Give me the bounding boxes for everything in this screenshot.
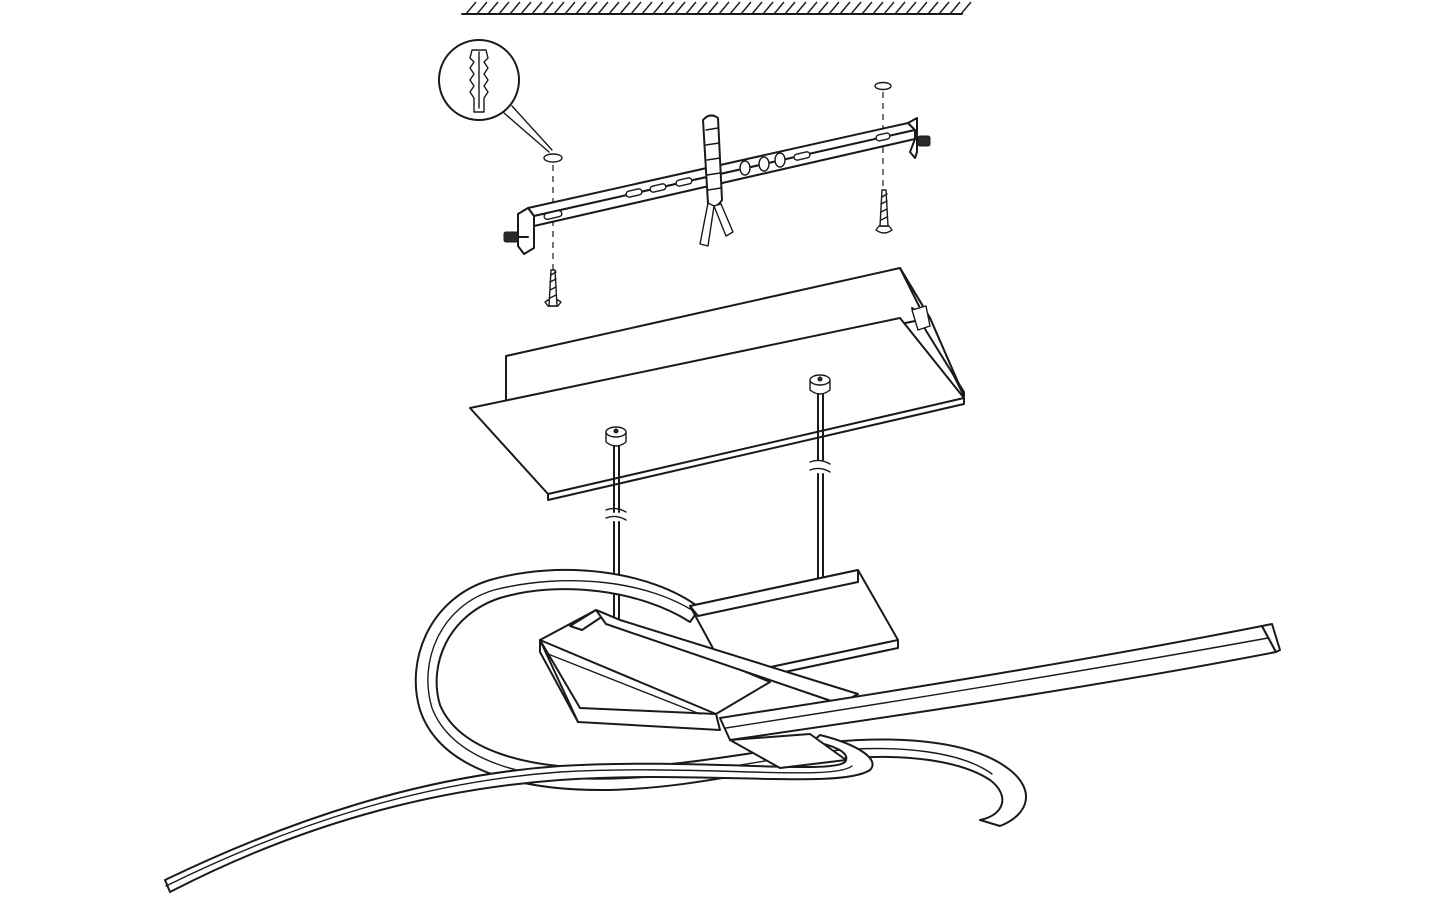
- hatch-line: [652, 1, 664, 15]
- canopy: [469, 267, 965, 501]
- ceiling-hatch: [465, 1, 972, 15]
- hatch-line: [751, 1, 763, 15]
- hatch-line: [773, 1, 785, 15]
- hatch-line: [498, 1, 510, 15]
- hatch-line: [883, 1, 895, 15]
- drill-hole-right: [874, 81, 892, 188]
- hatch-line: [663, 1, 675, 15]
- bracket-screw-right-icon: [917, 135, 931, 147]
- hatch-line: [729, 1, 741, 15]
- bracket-screw-left-icon: [503, 231, 529, 243]
- hatch-line: [740, 1, 752, 15]
- hatch-line: [531, 1, 543, 15]
- hatch-line: [707, 1, 719, 15]
- hatch-line: [476, 1, 488, 15]
- hatch-line: [795, 1, 807, 15]
- suspension-wire-right: [809, 374, 831, 583]
- hatch-line: [927, 1, 939, 15]
- hatch-line: [674, 1, 686, 15]
- hatch-line: [850, 1, 862, 15]
- hatch-line: [905, 1, 917, 15]
- hatch-line: [553, 1, 565, 15]
- hatch-line: [960, 1, 972, 15]
- hatch-line: [641, 1, 653, 15]
- drill-hole-left: [543, 153, 563, 270]
- hatch-line: [784, 1, 796, 15]
- hatch-line: [762, 1, 774, 15]
- hatch-line: [586, 1, 598, 15]
- bracket-slots: [543, 132, 891, 221]
- hatch-line: [509, 1, 521, 15]
- wall-plug-icon: [469, 49, 489, 113]
- lamp-body: [539, 569, 899, 731]
- ceiling-surface: [461, 1, 972, 15]
- hatch-line: [575, 1, 587, 15]
- hatch-line: [806, 1, 818, 15]
- hatch-line: [949, 1, 961, 15]
- hatch-line: [597, 1, 609, 15]
- hatch-line: [828, 1, 840, 15]
- hatch-line: [465, 1, 477, 15]
- hatch-line: [839, 1, 851, 15]
- mains-cable: [699, 114, 734, 247]
- hatch-line: [718, 1, 730, 15]
- hatch-line: [630, 1, 642, 15]
- hatch-line: [619, 1, 631, 15]
- screw-left-icon: [544, 269, 562, 307]
- hatch-line: [685, 1, 697, 15]
- hatch-line: [861, 1, 873, 15]
- hatch-line: [894, 1, 906, 15]
- hatch-line: [817, 1, 829, 15]
- hatch-line: [608, 1, 620, 15]
- hatch-line: [916, 1, 928, 15]
- hatch-line: [564, 1, 576, 15]
- hatch-line: [938, 1, 950, 15]
- hatch-line: [520, 1, 532, 15]
- hatch-line: [872, 1, 884, 15]
- led-ribbon-arm: [164, 623, 1281, 893]
- hatch-line: [696, 1, 708, 15]
- wall-plug-detail: [438, 39, 553, 153]
- hatch-line: [542, 1, 554, 15]
- hatch-line: [487, 1, 499, 15]
- screw-right-icon: [875, 189, 893, 234]
